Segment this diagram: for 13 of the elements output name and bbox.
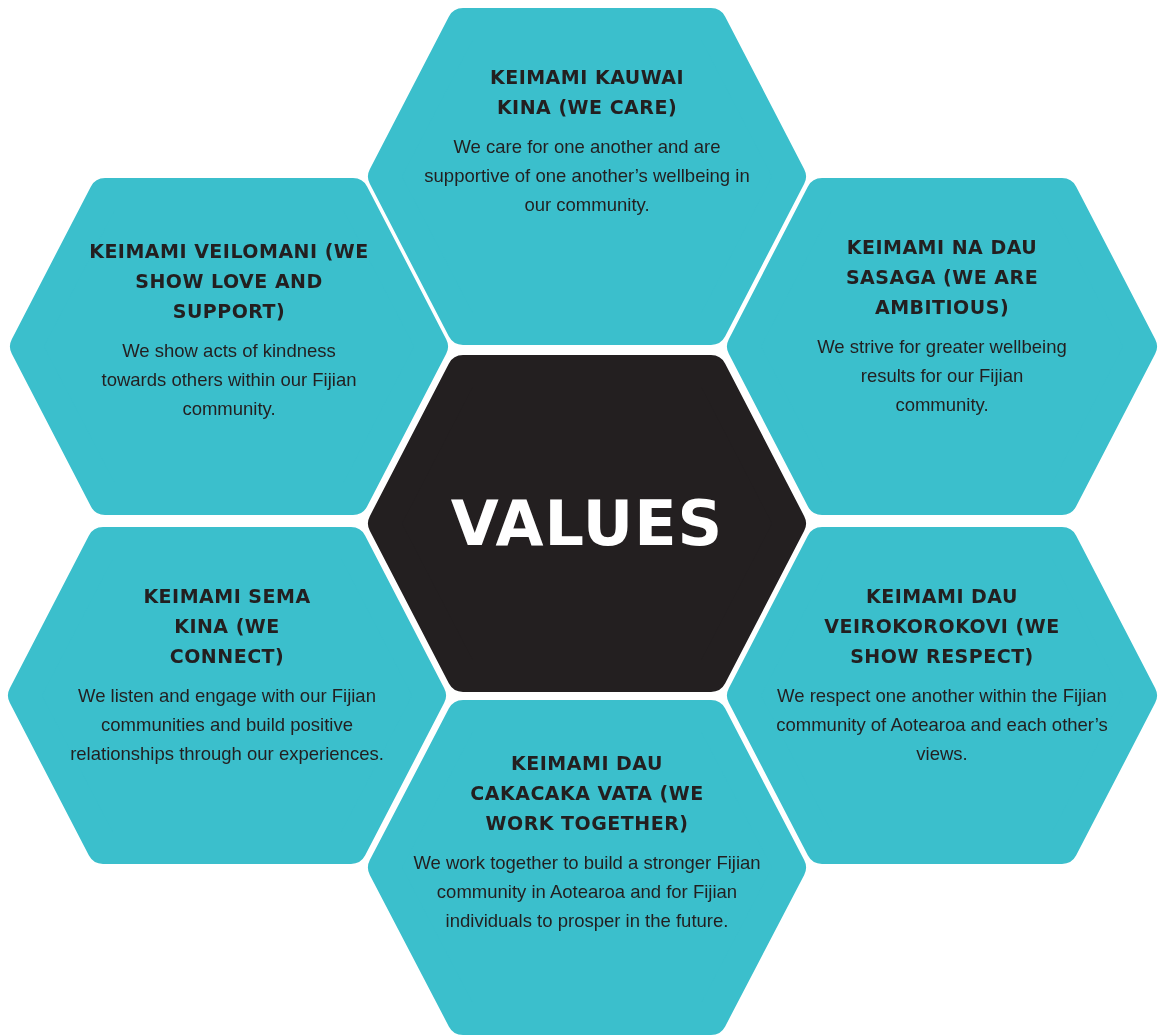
value-description: We show acts of kindness towards others within our Fijian community. (100, 339, 358, 421)
value-heading: KEIMAMI DAU VEIROKOROKOVI (WE SHOW RESPECT) (823, 584, 1061, 669)
value-heading: KEIMAMI NA DAU SASAGA (WE ARE AMBITIOUS) (844, 235, 1040, 320)
value-heading: KEIMAMI VEILOMANI (WE SHOW LOVE AND SUPPORT) (88, 239, 370, 324)
value-heading: KEIMAMI SEMA KINA (WE CONNECT) (142, 584, 312, 669)
value-heading: KEIMAMI DAU CAKACAKA VATA (WE WORK TOGETHER) (469, 751, 705, 836)
value-description: We work together to build a stronger Fijian community in Aotearoa and for Fijian individuals to prosper in the future. (412, 851, 762, 933)
center-title: VALUES (450, 487, 724, 560)
value-description: We care for one another and are supportive of one another’s wellbeing in our community. (423, 135, 751, 217)
value-description: We strive for greater wellbeing results for our Fijian community. (817, 335, 1067, 417)
value-heading: KEIMAMI KAUWAI KINA (WE CARE) (488, 65, 686, 120)
value-description: We listen and engage with our Fijian communities and build positive relationships through our experiences. (69, 684, 385, 766)
value-description: We respect one another within the Fijian community of Aotearoa and each other’s views. (775, 684, 1109, 766)
